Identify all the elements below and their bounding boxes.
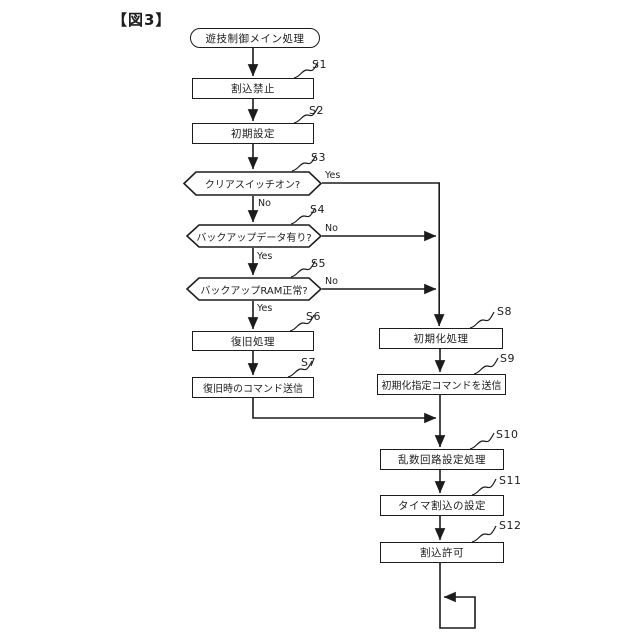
- branch-label-s5-no: No: [325, 276, 338, 287]
- process-label-s8: 初期化処理: [413, 333, 469, 345]
- decision-s5: バックアップRAM正常?: [186, 277, 322, 301]
- process-label-s1: 割込禁止: [231, 83, 275, 95]
- decision-hexagon-shape: [183, 171, 322, 196]
- branch-label-s3-yes: Yes: [325, 170, 341, 181]
- step-label-s6: S6: [306, 310, 321, 323]
- step-label-s8: S8: [497, 305, 512, 318]
- step-label-s5: S5: [311, 257, 326, 270]
- decision-s4: バックアップデータ有り?: [186, 224, 322, 248]
- step-label-s11: S11: [499, 474, 522, 487]
- process-label-s10: 乱数回路設定処理: [398, 454, 486, 466]
- start-terminal: 遊技制御メイン処理: [190, 28, 320, 48]
- leader-s7: [287, 360, 313, 378]
- step-label-s3: S3: [311, 151, 326, 164]
- leader-s11: [471, 478, 497, 496]
- leader-s4: [290, 207, 316, 225]
- process-label-s11: タイマ割込の設定: [398, 500, 486, 512]
- process-label-s2: 初期設定: [231, 128, 275, 140]
- process-box-s6: 復旧処理: [192, 331, 314, 351]
- step-label-s4: S4: [310, 203, 325, 216]
- leader-s5: [290, 260, 316, 278]
- branch-label-s5-yes: Yes: [257, 303, 273, 314]
- decision-label-s4: バックアップデータ有り?: [196, 232, 312, 244]
- process-box-s7: 復旧時のコマンド送信: [192, 377, 314, 398]
- process-label-s7: 復旧時のコマンド送信: [203, 384, 303, 395]
- decision-label-s5: バックアップRAM正常?: [200, 285, 308, 297]
- leader-s3: [291, 154, 317, 172]
- connector-s7-to-right-column: [252, 398, 437, 424]
- process-label-s12: 割込許可: [420, 547, 464, 559]
- branch-label-s3-no: No: [258, 198, 271, 209]
- process-label-s6: 復旧処理: [231, 335, 275, 348]
- step-label-s2: S2: [309, 104, 324, 117]
- process-box-s11: タイマ割込の設定: [380, 495, 504, 516]
- step-label-s12: S12: [499, 519, 522, 532]
- decision-hexagon-shape: [186, 224, 322, 248]
- decision-label-s3: クリアスイッチオン?: [204, 180, 301, 191]
- connector-s3-yes-to-s8: [322, 182, 445, 327]
- leader-s9: [473, 357, 499, 375]
- leader-s2: [293, 106, 319, 124]
- step-label-s1: S1: [312, 58, 327, 71]
- connector-s12-loop: [439, 563, 476, 629]
- figure-label: 【図3】: [112, 11, 172, 29]
- leader-s6: [289, 314, 315, 332]
- step-label-s9: S9: [500, 352, 515, 365]
- leader-s8: [469, 311, 495, 329]
- process-box-s10: 乱数回路設定処理: [380, 449, 504, 470]
- branch-label-s4-no: No: [325, 223, 338, 234]
- leader-s10: [469, 432, 495, 450]
- process-box-s8: 初期化処理: [379, 328, 503, 349]
- process-box-s1: 割込禁止: [192, 78, 314, 99]
- leader-s12: [471, 525, 497, 543]
- process-box-s12: 割込許可: [380, 542, 504, 563]
- start-terminal-label: 遊技制御メイン処理: [205, 32, 305, 45]
- process-box-s2: 初期設定: [192, 123, 314, 144]
- process-box-s9: 初期化指定コマンドを送信: [377, 374, 506, 395]
- decision-hexagon-shape: [186, 277, 322, 301]
- step-label-s7: S7: [301, 356, 316, 369]
- decision-s3: クリアスイッチオン?: [183, 171, 322, 196]
- leader-s1: [293, 61, 319, 79]
- step-label-s10: S10: [496, 428, 519, 441]
- branch-label-s4-yes: Yes: [257, 251, 273, 262]
- process-label-s9: 初期化指定コマンドを送信: [381, 381, 502, 392]
